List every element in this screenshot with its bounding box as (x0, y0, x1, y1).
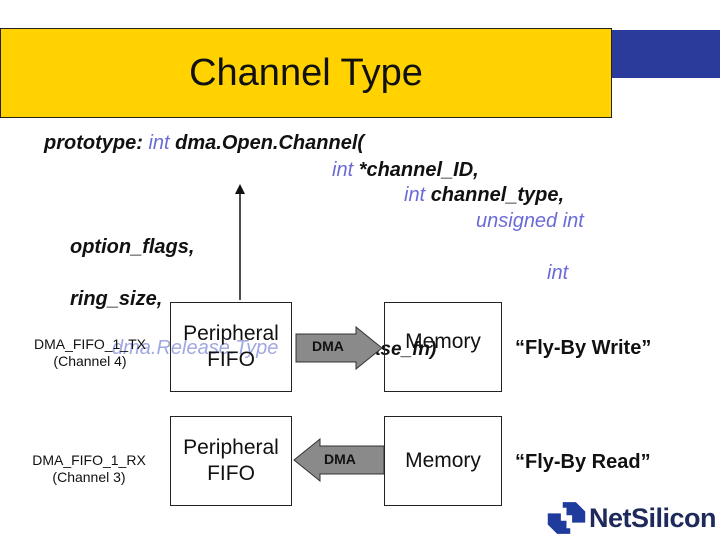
rx-fifo-name: DMA_FIFO_1_RX (32, 452, 146, 468)
keyword-int: int (148, 132, 170, 154)
tx-box-line1: Peripheral (183, 322, 279, 345)
rx-channel-number: (Channel 3) (52, 469, 126, 485)
tx-fifo-name: DMA_FIFO_1_TX (33, 336, 147, 352)
rx-fifo-label: DMA_FIFO_1_RX (Channel 3) (18, 452, 160, 486)
prototype-line-4: unsigned int (476, 210, 584, 232)
logo-text: NetSilicon (588, 502, 717, 533)
prototype-line-5: option_flags, (70, 236, 194, 258)
prototype-prefix: prototype: (44, 132, 143, 154)
rx-peripheral-fifo-box: Peripheral FIFO (170, 416, 292, 506)
fly-by-write-label: “Fly-By Write” (515, 337, 652, 359)
tx-memory-label: Memory (405, 330, 481, 353)
prototype-line-1: prototype: int dma.Open.Channel( (44, 132, 364, 154)
param-channel-id: *channel_ID, (358, 159, 479, 181)
tx-fifo-label: DMA_FIFO_1_TX (Channel 4) (22, 336, 158, 370)
param-option-flags: option_flags, (70, 236, 195, 258)
tx-dma-label: DMA (312, 338, 344, 354)
param-ring-size: ring_size, (70, 288, 163, 310)
prototype-line-5-kw: int (547, 262, 568, 284)
up-arrow-icon (235, 184, 245, 300)
page-title: Channel Type (189, 51, 423, 94)
tx-peripheral-fifo-box: Peripheral FIFO (170, 302, 292, 392)
overlay-release-type: dma.Release.Type (112, 337, 279, 359)
tx-channel-number: (Channel 4) (53, 353, 127, 369)
rx-box-line1: Peripheral (183, 436, 279, 459)
param-channel-type: channel_type, (430, 184, 565, 206)
fly-by-read-label: “Fly-By Read” (515, 451, 651, 473)
tx-box-line2: FIFO (207, 348, 255, 371)
netsilicon-logo: NetSilicon (544, 498, 717, 538)
keyword-int: int (404, 184, 426, 206)
keyword-int: int (332, 159, 354, 181)
prototype-line-6: ring_size, (70, 288, 162, 310)
rx-memory-box: Memory (384, 416, 502, 506)
keyword-int: int (547, 262, 569, 284)
prototype-line-3: int channel_type, (404, 184, 564, 206)
dma-right-arrow-icon (295, 326, 383, 370)
dma-left-arrow-icon (293, 438, 385, 482)
prototype-line-2: int *channel_ID, (332, 159, 479, 181)
netsilicon-logo-icon (547, 502, 586, 534)
rx-memory-label: Memory (405, 449, 481, 472)
rx-box-line2: FIFO (207, 462, 255, 485)
title-box: Channel Type (0, 28, 612, 118)
function-name: dma.Open.Channel( (175, 132, 365, 154)
tx-memory-box: Memory (384, 302, 502, 392)
rx-dma-label: DMA (324, 451, 356, 467)
keyword-unsigned-int: unsigned int (476, 210, 584, 232)
